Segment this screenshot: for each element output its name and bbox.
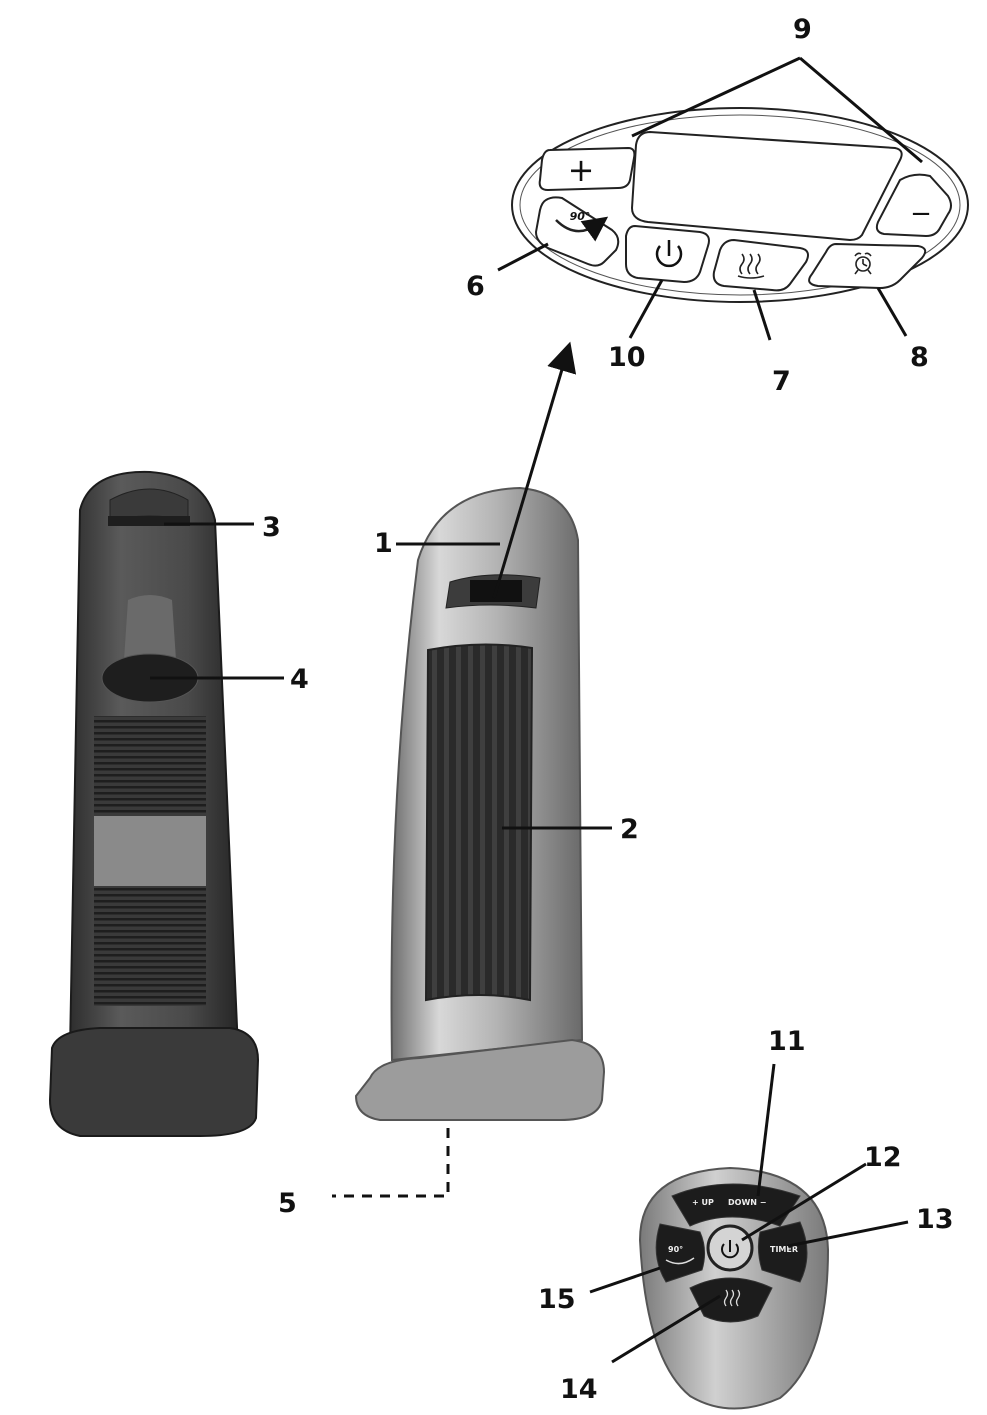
callout-2: 2	[620, 814, 639, 845]
remote-timer-label: TIMER	[770, 1245, 798, 1254]
remote-heat-waves-icon	[723, 1289, 741, 1307]
oscillation-button[interactable]: 90°	[534, 196, 620, 267]
remote-down-label: DOWN −	[728, 1198, 766, 1207]
callout-8: 8	[910, 342, 929, 373]
rear-grille-lower	[94, 886, 206, 1006]
callout-1: 1	[374, 528, 393, 559]
front-grille	[424, 643, 534, 1002]
callout-11: 11	[768, 1026, 806, 1057]
callout-12: 12	[864, 1142, 902, 1173]
remote-up-down-key[interactable]	[671, 1183, 801, 1227]
heat-waves-icon	[737, 253, 765, 279]
heater-front-view	[354, 486, 606, 1121]
callout-10: 10	[608, 342, 646, 373]
power-icon	[655, 240, 683, 268]
heat-mode-button[interactable]	[712, 238, 809, 292]
plus-button[interactable]: +	[538, 146, 636, 192]
remote-oscillation-arrow-icon	[665, 1257, 695, 1265]
callout-7: 7	[772, 366, 791, 397]
rear-base	[48, 1027, 260, 1137]
rear-grille-upper	[94, 716, 206, 816]
minus-symbol: −	[910, 199, 932, 229]
callout-3: 3	[262, 512, 281, 543]
control-panel: + − 90°	[511, 107, 969, 303]
callout-4: 4	[290, 664, 309, 695]
remote-up-label: + UP	[692, 1198, 714, 1207]
remote-control: + UP DOWN − 90° TIMER	[638, 1166, 830, 1410]
callout-15: 15	[538, 1284, 576, 1315]
callout-13: 13	[916, 1204, 954, 1235]
alarm-clock-icon	[854, 252, 872, 275]
callout-9: 9	[793, 14, 812, 45]
callout-6: 6	[466, 271, 485, 302]
minus-button[interactable]: −	[875, 173, 952, 238]
remote-power-icon	[721, 1240, 739, 1259]
callout-5: 5	[278, 1188, 297, 1219]
callout-numbers: 9 6 10 7 8 3 1 4 2 5 11 12 13 15 14	[262, 14, 954, 1405]
heater-rear-view	[48, 470, 260, 1137]
remote-oscillation-label: 90°	[668, 1245, 683, 1254]
oscillation-label: 90°	[570, 210, 591, 223]
plus-symbol: +	[568, 151, 595, 189]
display-window	[630, 130, 903, 242]
callout-14: 14	[560, 1374, 598, 1405]
timer-button[interactable]	[808, 242, 927, 290]
remote-oscillation-key[interactable]	[655, 1223, 706, 1283]
remote-timer-key[interactable]	[757, 1221, 808, 1283]
power-button[interactable]	[625, 224, 710, 284]
oscillation-arrow-icon	[555, 216, 609, 242]
front-base	[354, 1038, 606, 1121]
leader-lines	[150, 56, 923, 1364]
